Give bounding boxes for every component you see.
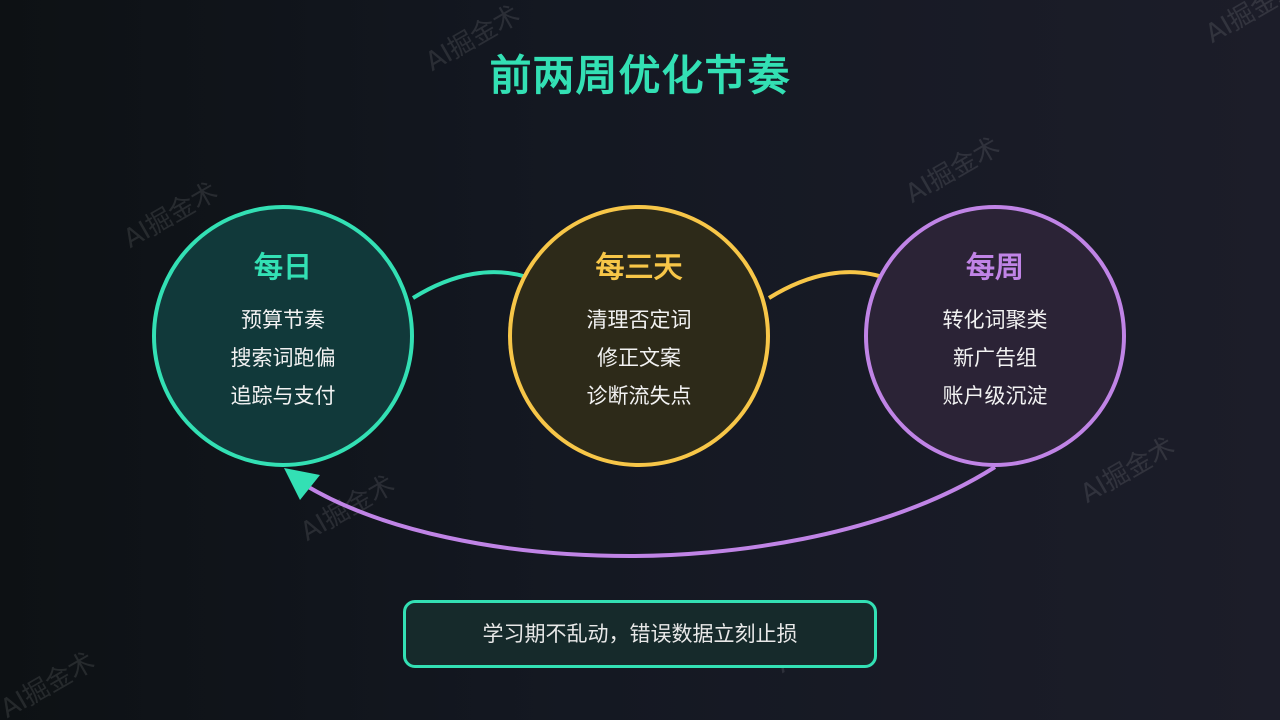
cycle-every-three-days: 每三天 清理否定词 修正文案 诊断流失点 (508, 205, 770, 467)
arrow-weekly-to-daily (303, 465, 997, 559)
cycle-three-days-item: 诊断流失点 (586, 384, 692, 408)
cycle-daily-item: 预算节奏 (241, 308, 325, 332)
cycle-daily-item: 追踪与支付 (230, 384, 336, 408)
cycle-weekly-item: 转化词聚类 (942, 308, 1048, 332)
cycle-weekly-item: 账户级沉淀 (942, 384, 1048, 408)
cycle-daily: 每日 预算节奏 搜索词跑偏 追踪与支付 (152, 205, 414, 467)
key-note-box: 学习期不乱动，错误数据立刻止损 (403, 600, 877, 668)
cycle-daily-item: 搜索词跑偏 (230, 346, 336, 370)
cycle-weekly-item: 新广告组 (953, 346, 1037, 370)
cycle-three-days-item: 清理否定词 (586, 308, 692, 332)
cycle-daily-title: 每日 (253, 250, 312, 284)
page-title: 前两周优化节奏 (489, 51, 791, 100)
cycle-weekly: 每周 转化词聚类 新广告组 账户级沉淀 (864, 205, 1126, 467)
arrowhead-daily (284, 468, 320, 500)
cycle-weekly-title: 每周 (965, 250, 1024, 284)
cycle-three-days-item: 修正文案 (597, 346, 681, 370)
cycle-three-days-title: 每三天 (595, 250, 683, 284)
